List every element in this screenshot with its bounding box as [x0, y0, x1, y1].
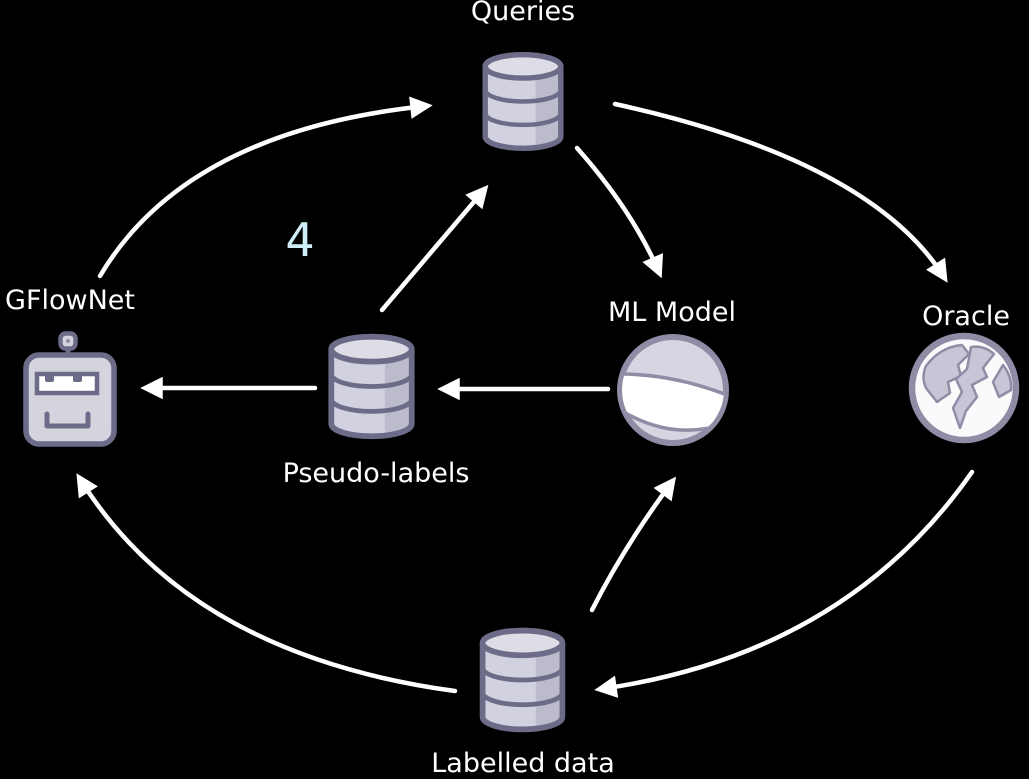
pseudo-labels-label: Pseudo-labels [282, 458, 470, 489]
arrow-gflownet-to-queries [97, 96, 433, 279]
labelled-data-label: Labelled data [431, 748, 615, 779]
arrow-oracle-to-labelled-data [594, 469, 975, 698]
arrow-labelled-data-to-gflownet [76, 473, 458, 694]
queries-label: Queries [470, 0, 576, 27]
arrow-queries-to-oracle [612, 101, 948, 283]
arrow-labelled-data-to-ml-model [589, 476, 677, 613]
database-icon [475, 623, 570, 737]
ml-model-label: ML Model [608, 297, 736, 328]
gflownet-label: GFlowNet [5, 285, 135, 316]
arrow-queries-to-ml-model [574, 145, 664, 279]
globe-icon [908, 332, 1020, 444]
oracle-label: Oracle [922, 301, 1010, 332]
database-icon [478, 45, 568, 158]
figure-number: 4 [285, 213, 315, 267]
arrow-pseudo-labels-to-queries [379, 184, 489, 313]
robot-icon [22, 331, 118, 448]
sphere-icon [616, 333, 730, 447]
database-icon [323, 330, 420, 443]
